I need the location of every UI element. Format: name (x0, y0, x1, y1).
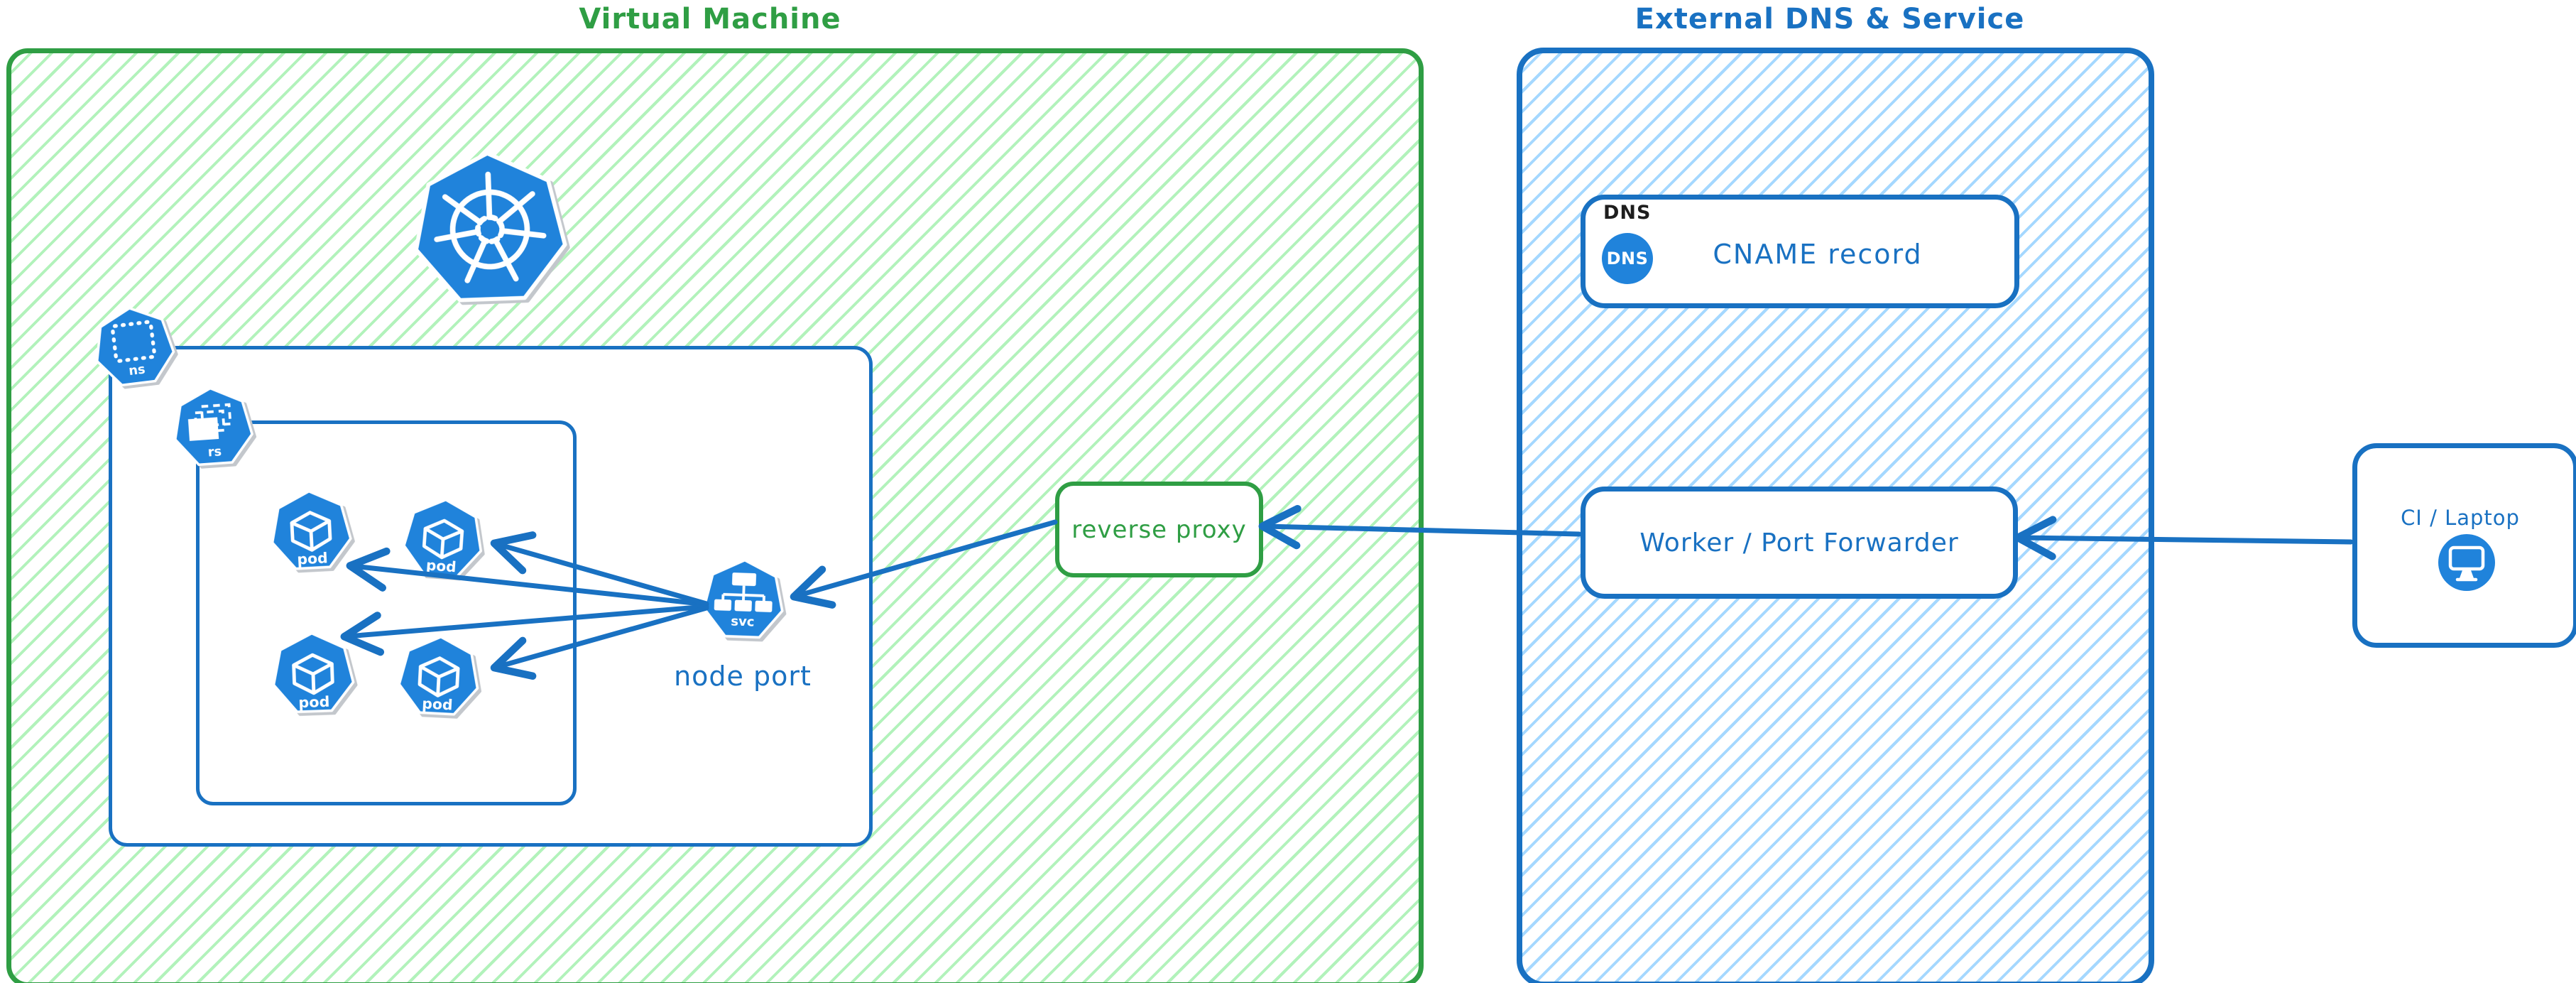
tree-glyph (714, 572, 773, 612)
pod-icon-label: pod (422, 695, 453, 713)
stacked-rects-glyph (187, 403, 232, 441)
worker-port-forwarder-box: Worker / Port Forwarder (1581, 487, 2018, 599)
replicaset-icon: rs (173, 386, 253, 467)
cube-glyph (422, 518, 464, 560)
dotted-square-glyph (110, 320, 157, 363)
pod-icon-label: pod (425, 556, 457, 575)
laptop-icon (2438, 534, 2495, 591)
cname-record-label: CNAME record (1713, 239, 1923, 270)
cube-glyph (417, 656, 460, 697)
ci-laptop-label: CI / Laptop (2401, 506, 2520, 530)
helm-wheel-glyph (434, 171, 547, 283)
rs-icon-label: rs (207, 445, 222, 460)
replicaset-box (196, 420, 577, 805)
pod-icon: pod (398, 635, 479, 716)
ns-icon-label: ns (128, 362, 146, 379)
virtual-machine-title: Virtual Machine (579, 3, 841, 36)
pod-icon: pod (403, 498, 483, 578)
pod-icon-label: pod (298, 693, 330, 712)
monitor-icon (2448, 545, 2485, 582)
dns-icon-label: DNS (1606, 249, 1649, 268)
cube-glyph (292, 653, 334, 695)
pod-icon: pod (271, 489, 352, 570)
service-icon: svc (702, 558, 784, 639)
node-port-label: node port (674, 661, 812, 692)
external-dns-title: External DNS & Service (1634, 3, 2025, 36)
reverse-proxy-label: reverse proxy (1071, 515, 1247, 544)
worker-port-forwarder-label: Worker / Port Forwarder (1639, 528, 1959, 558)
kubernetes-logo (414, 151, 567, 303)
cube-glyph (290, 511, 332, 552)
pod-icon-label: pod (297, 549, 328, 567)
namespace-icon: ns (95, 307, 175, 387)
svc-icon-label: svc (731, 614, 755, 629)
dns-icon: DNS (1602, 233, 1653, 284)
dns-tag-label: DNS (1603, 202, 1652, 224)
reverse-proxy-box: reverse proxy (1055, 482, 1263, 577)
dns-record-box (1581, 195, 2019, 308)
pod-icon: pod (272, 631, 355, 714)
